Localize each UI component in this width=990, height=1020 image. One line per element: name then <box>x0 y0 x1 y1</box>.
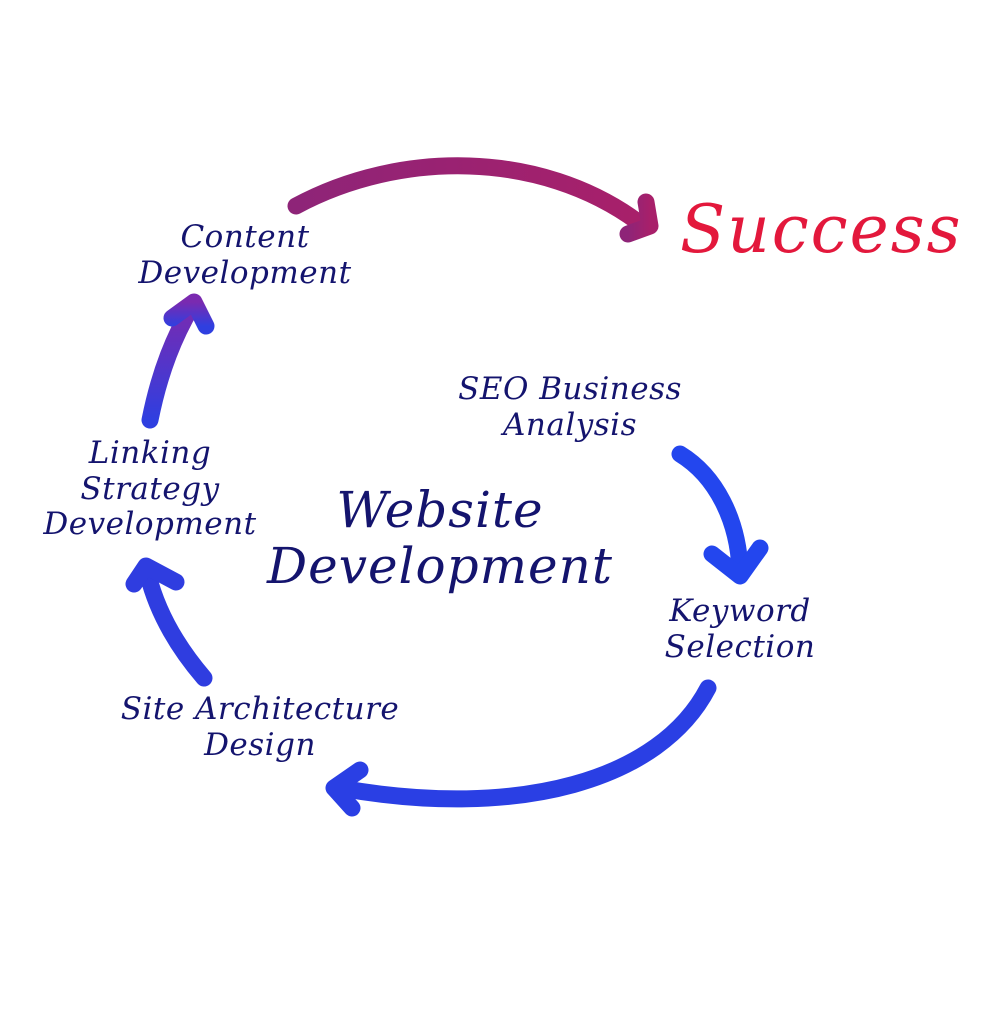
step-content-development: Content Development <box>138 219 352 291</box>
step-keyword-selection: Keyword Selection <box>664 593 816 665</box>
arrow-site-to-linking <box>125 557 213 687</box>
arrow-linking-to-content <box>141 293 215 429</box>
center-title: Website Development <box>267 481 613 595</box>
arrow-content-to-success <box>287 157 659 243</box>
arrow-keyword-to-site <box>325 679 717 817</box>
goal-success: Success <box>680 191 963 268</box>
arrow-seo-to-keyword <box>671 445 769 585</box>
step-seo-business-analysis: SEO Business Analysis <box>458 371 682 443</box>
step-site-architecture-design: Site Architecture Design <box>120 691 400 763</box>
step-linking-strategy-development: Linking Strategy Development <box>43 435 257 543</box>
